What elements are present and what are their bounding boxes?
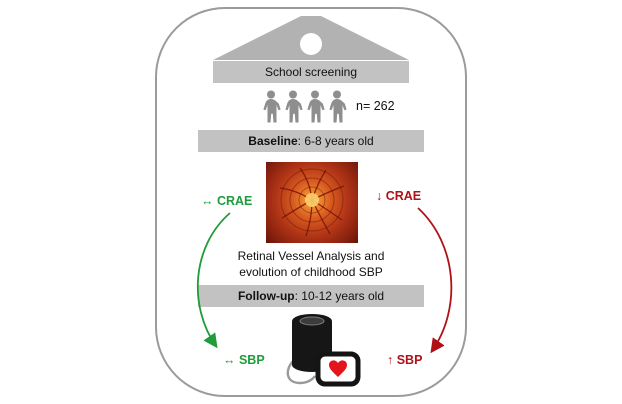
sample-size-label: n= 262 — [356, 99, 395, 113]
school-screening-banner: School screening — [213, 61, 409, 83]
school-screening-label: School screening — [264, 65, 358, 79]
sbp-stable-label: ↔ SBP — [223, 353, 265, 367]
caption-line-1: Retinal Vessel Analysis and — [237, 249, 385, 263]
heart-icon — [329, 360, 347, 377]
roof-window-circle — [300, 33, 322, 55]
followup-label-rest: : 10-12 years old — [294, 289, 385, 303]
caption-line-2: evolution of childhood SBP — [239, 265, 383, 279]
crae-decrease-label: ↓ CRAE — [376, 189, 422, 203]
crae-stable-label: ↔ CRAE — [201, 194, 253, 208]
followup-banner: Follow-up: 10-12 years old — [198, 285, 424, 307]
fundus-vessels-icon — [279, 167, 345, 237]
followup-label-bold: Follow-up — [237, 289, 295, 303]
children-group-icon — [263, 90, 347, 123]
figure-caption: Retinal Vessel Analysis and evolution of… — [155, 248, 467, 280]
bp-cuff-icon — [292, 314, 332, 372]
school-house-icon — [213, 16, 409, 60]
baseline-banner: Baseline: 6-8 years old — [198, 130, 424, 152]
baseline-label-rest: : 6-8 years old — [297, 134, 374, 148]
sbp-increase-label: ↑ SBP — [387, 353, 423, 367]
bp-cable-icon — [286, 359, 316, 385]
baseline-label-bold: Baseline — [248, 134, 298, 148]
bp-device-icon — [315, 351, 361, 387]
fundus-photo — [266, 162, 358, 243]
blood-pressure-monitor-icon — [286, 314, 361, 387]
